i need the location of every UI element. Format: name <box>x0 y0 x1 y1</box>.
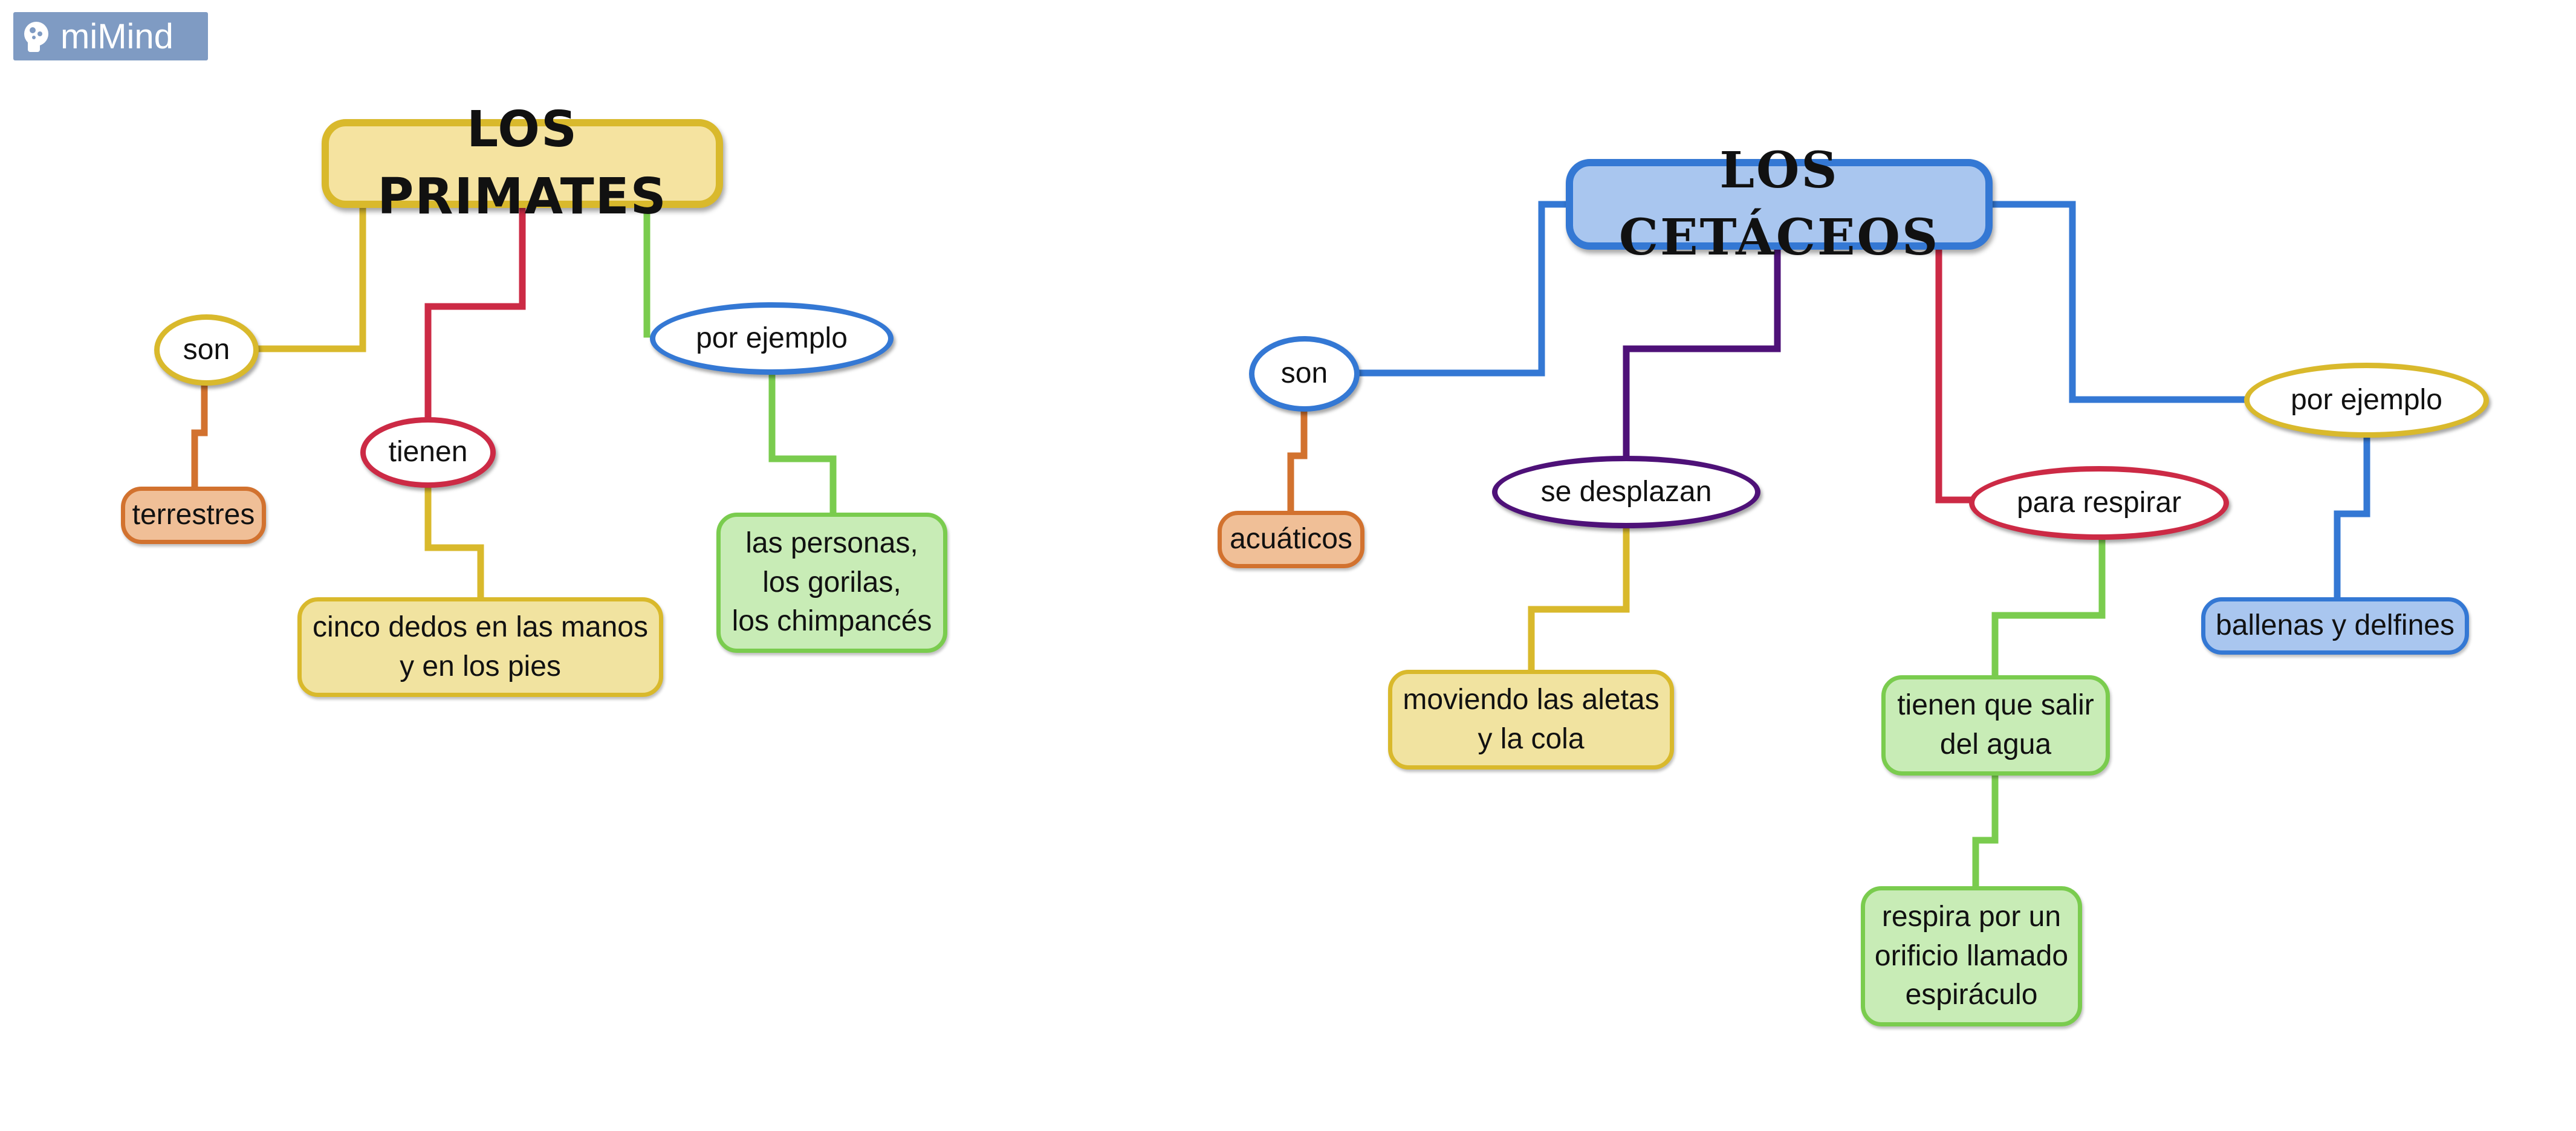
connector-tienen-respira <box>1972 769 1999 893</box>
node-cetaceos-respirar[interactable]: para respirar <box>1969 466 2229 540</box>
connector-respirar-tienen <box>1991 534 2106 682</box>
node-primates-tienen[interactable]: tienen <box>360 417 496 488</box>
connector-son-terrestres <box>191 378 208 493</box>
node-primates-ejemplo[interactable]: por ejemplo <box>650 302 894 375</box>
connector-cetaceos-son <box>1352 201 1574 377</box>
node-cetaceos-desplazan[interactable]: se desplazan <box>1492 456 1760 528</box>
node-cetaceos-ejemplo[interactable]: por ejemplo <box>2244 363 2489 438</box>
connector-tienen-cinco <box>424 481 484 605</box>
node-terrestres[interactable]: terrestres <box>121 487 266 544</box>
connector-cetaceos-ejemplo <box>1982 201 2254 403</box>
connector-cetaceos-desplazan <box>1623 241 1781 462</box>
connector-desplazan-moviendo <box>1528 522 1630 676</box>
title-cetaceos[interactable]: LOS CETÁCEOS <box>1566 141 1993 267</box>
node-primates-son[interactable]: son <box>154 314 259 386</box>
node-cetaceos-son[interactable]: son <box>1249 336 1360 412</box>
node-ballenas-delfines[interactable]: ballenas y delfines <box>2201 597 2469 655</box>
node-cinco-dedos[interactable]: cinco dedos en las manos y en los pies <box>297 597 663 697</box>
node-acuaticos[interactable]: acuáticos <box>1218 511 1364 568</box>
node-moviendo-aletas[interactable]: moviendo las aletas y la cola <box>1388 670 1674 770</box>
connector-ejemplo-ballenas <box>2334 432 2370 604</box>
node-espiraculo[interactable]: respira por un orificio llamado espirácu… <box>1861 886 2082 1026</box>
connector-son-acuaticos <box>1287 406 1308 519</box>
node-salir-agua[interactable]: tienen que salir del agua <box>1881 675 2110 776</box>
connector-cetaceos-respirar <box>1935 241 1979 504</box>
mimind-logo: miMind <box>13 12 208 60</box>
connector-primates-son <box>253 196 366 352</box>
brain-head-icon <box>19 18 56 54</box>
connector-primates-tienen <box>424 196 526 424</box>
node-ejemplos-primates[interactable]: las personas, los gorilas, los chimpancé… <box>716 513 947 653</box>
connector-ejemplo-personas <box>768 368 837 519</box>
logo-text: miMind <box>60 16 174 56</box>
title-primates[interactable]: LOS PRIMATES <box>322 101 723 225</box>
